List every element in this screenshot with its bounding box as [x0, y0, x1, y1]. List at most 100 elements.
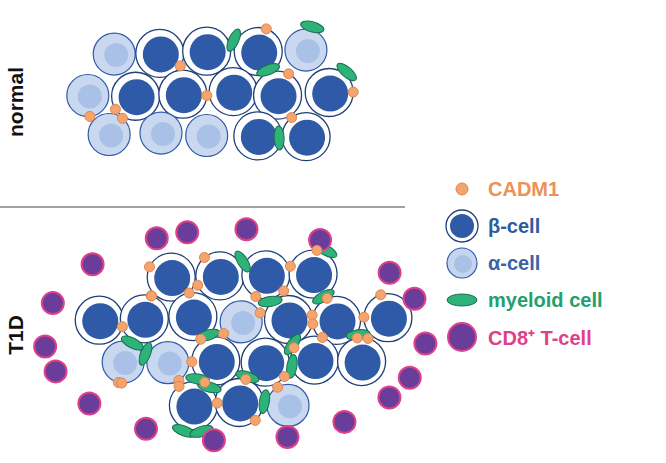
cadm1-dot [279, 372, 289, 382]
alpha-cell [67, 75, 109, 117]
legend-swatch [444, 246, 480, 280]
myeloid-cell [195, 327, 221, 344]
myeloid-cell [255, 61, 281, 79]
legend-entry: β-cell [444, 209, 540, 243]
cadm1-dot [308, 319, 318, 329]
cadm1-dot [175, 61, 185, 71]
myeloid-cell [299, 19, 325, 35]
legend-sample [456, 183, 468, 195]
cd8-t-cell [333, 411, 355, 433]
beta-cell [338, 338, 386, 386]
cadm1-dot [241, 374, 251, 384]
beta-cell [159, 70, 207, 118]
beta-cell [136, 29, 184, 77]
legend-sample [450, 214, 474, 238]
legend-label: myeloid cell [488, 289, 603, 312]
cd8-t-cell [276, 426, 298, 448]
legend-entry: myeloid cell [444, 283, 603, 317]
cadm1-dot [187, 357, 197, 367]
legend-swatch [444, 283, 480, 317]
cadm1-dot [193, 280, 203, 290]
legend-entry: CD8⁺ T-cell [444, 320, 592, 354]
cadm1-dot [110, 104, 120, 114]
legend-swatch [444, 320, 480, 354]
cadm1-dot [285, 261, 295, 271]
myeloid-cell [310, 287, 336, 307]
cadm1-dot [312, 245, 322, 255]
legend-ring [446, 210, 478, 242]
t1d-islet [34, 218, 436, 451]
legend-sample [448, 323, 476, 351]
panel-label: normal [4, 67, 28, 137]
legend-label: CD8⁺ T-cell [488, 324, 592, 351]
cadm1-dot [118, 113, 128, 123]
cadm1-dot [279, 286, 289, 296]
cadm1-dot [273, 382, 283, 392]
cd8-t-cell [378, 386, 400, 408]
cd8-t-cell [379, 262, 401, 284]
legend-label: β-cell [488, 215, 540, 238]
myeloid-cell [224, 27, 243, 53]
cadm1-dot [352, 333, 362, 343]
beta-cell [120, 295, 168, 343]
cadm1-dot [289, 343, 299, 353]
myeloid-cell [334, 60, 359, 83]
cd8-t-cell [34, 336, 56, 358]
beta-cell [147, 253, 195, 301]
cadm1-dot [287, 113, 297, 123]
legend-sample [447, 248, 477, 278]
cadm1-dot [174, 381, 184, 391]
myeloid-cell [119, 333, 145, 353]
cadm1-dot [202, 91, 212, 101]
alpha-cell [186, 115, 228, 157]
alpha-cell [88, 114, 130, 156]
myeloid-cell [232, 249, 253, 275]
alpha-cell [140, 112, 182, 154]
cadm1-dot [196, 334, 206, 344]
legend-entry: α-cell [444, 246, 540, 280]
cd8-t-cell [235, 218, 257, 240]
cd8-t-cell [135, 418, 157, 440]
cadm1-dot [184, 288, 194, 298]
cd8-t-cell [146, 227, 168, 249]
beta-cell [209, 68, 257, 116]
cadm1-dot [322, 293, 332, 303]
legend-label: CADM1 [488, 178, 559, 201]
cd8-t-cell [78, 393, 100, 415]
cd8-t-cell [399, 367, 421, 389]
cd8-t-cell [176, 221, 198, 243]
cadm1-dot [363, 333, 373, 343]
beta-cell [75, 296, 123, 344]
myeloid-cell [281, 332, 303, 357]
cadm1-dot [284, 69, 294, 79]
legend-sample [447, 294, 477, 306]
cadm1-dot [147, 291, 157, 301]
cadm1-dot [199, 252, 209, 262]
cadm1-dot [146, 291, 156, 301]
alpha-cell [285, 29, 327, 71]
divider-line [0, 206, 405, 207]
legend-swatch [444, 172, 480, 206]
cadm1-dot [376, 290, 386, 300]
legend-core [454, 255, 472, 273]
cadm1-dot [117, 322, 127, 332]
alpha-cell [267, 384, 309, 426]
legend-entry: CADM1 [444, 172, 559, 206]
myeloid-cell [257, 389, 271, 414]
panel-label: T1D [4, 315, 28, 355]
myeloid-cell [234, 368, 260, 385]
cadm1-dot [117, 378, 127, 388]
normal-islet [67, 19, 359, 161]
cd8-t-cell [82, 253, 104, 275]
legend-swatch [444, 209, 480, 243]
beta-cell [242, 251, 290, 299]
cd8-t-cell [403, 288, 425, 310]
cadm1-dot [144, 262, 154, 272]
cadm1-dot [250, 415, 260, 425]
cd8-t-cell [203, 429, 225, 451]
cadm1-dot [255, 308, 265, 318]
beta-cell [183, 27, 231, 75]
myeloid-cell [258, 295, 283, 309]
cadm1-dot [200, 377, 210, 387]
